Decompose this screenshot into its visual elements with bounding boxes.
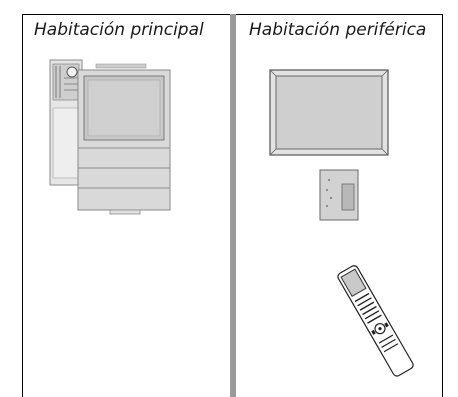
wall-tv-icon (269, 69, 389, 156)
remote-control-icon (337, 265, 414, 377)
music-system-icon (49, 59, 83, 186)
room-divider (230, 14, 236, 397)
link-room-title: Habitación periférica (249, 20, 427, 40)
main-room-title: Habitación principal (34, 20, 204, 40)
television-icon (77, 63, 171, 215)
wall-module-icon (319, 169, 359, 221)
